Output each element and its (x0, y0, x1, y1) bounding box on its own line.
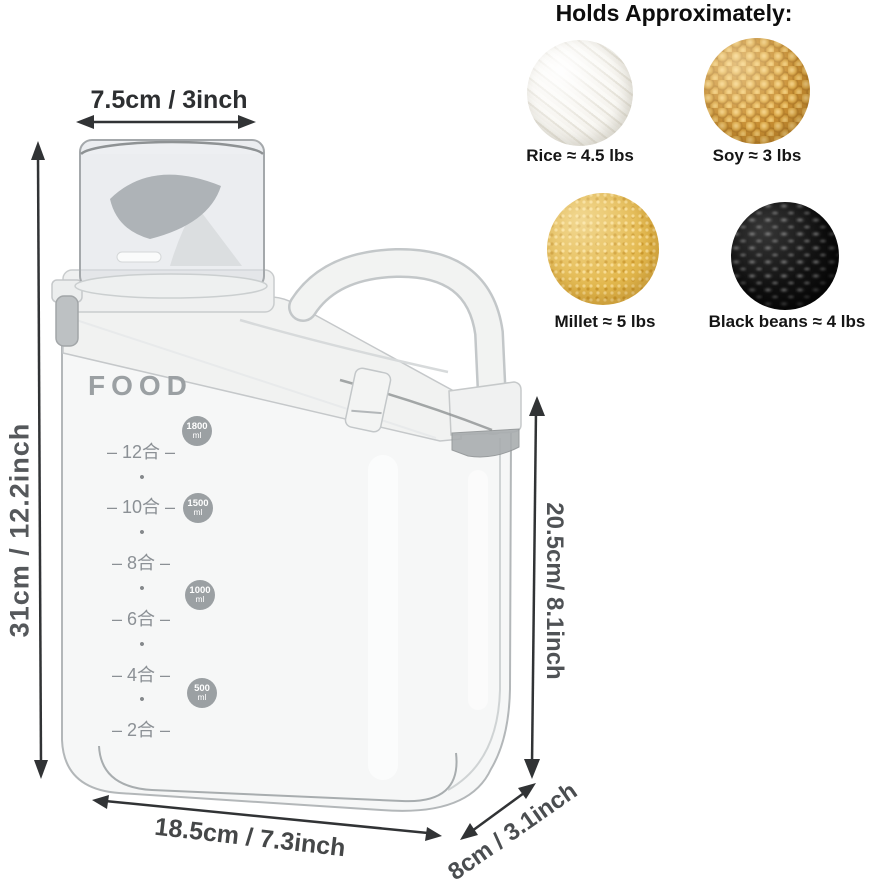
lid-width-label: 7.5cm / 3inch (90, 86, 248, 114)
body-highlight (468, 470, 488, 710)
millet-photo (547, 193, 659, 305)
dimension-arrows (31, 115, 545, 841)
volume-badge-1000: 1000 ml (185, 580, 215, 610)
right-latch (448, 381, 522, 458)
front-clasp (339, 367, 493, 433)
badge-unit: ml (197, 692, 207, 703)
body-highlight (368, 455, 398, 780)
scale-dot: • (139, 524, 145, 541)
brand-logo: FOOD (88, 370, 193, 401)
volume-badge-1800: 1800 ml (182, 416, 212, 446)
soy-capacity-label: Soy ≈ 3 lbs (712, 146, 802, 165)
container-body (61, 311, 513, 812)
volume-badge-500: 500 ml (187, 678, 217, 708)
badge-unit: ml (193, 507, 203, 518)
scale-mark-6: – 6合 – (111, 609, 171, 629)
scale-dot: • (139, 580, 145, 597)
scale-mark-12: – 12合 – (106, 442, 176, 462)
handle (288, 247, 508, 435)
lid-width-arrow (76, 115, 256, 129)
body-width-arrow (92, 795, 442, 841)
badge-value: 1500 (187, 498, 209, 510)
badge-unit: ml (192, 430, 202, 441)
total-height-arrow (31, 141, 48, 779)
cup-rim (80, 140, 264, 155)
millet-capacity-label: Millet ≈ 5 lbs (554, 312, 656, 331)
scale-dot: • (139, 691, 145, 708)
scale-mark-2: – 2合 – (111, 720, 171, 740)
soy-photo (704, 38, 810, 144)
measuring-cup (74, 139, 268, 299)
cup-mark (116, 251, 162, 263)
cup-base (74, 273, 268, 299)
badge-value: 500 (194, 683, 210, 695)
holds-title: Holds Approximately: (555, 0, 793, 26)
black-beans-capacity-label: Black beans ≈ 4 lbs (708, 312, 866, 331)
rice-capacity-label: Rice ≈ 4.5 lbs (526, 146, 634, 165)
body-height-label: 20.5cm/ 8.1inch (541, 502, 568, 680)
spout-blade (110, 174, 221, 239)
depth-arrow (460, 783, 536, 840)
rice-photo (527, 40, 633, 146)
badge-unit: ml (195, 594, 205, 605)
badge-value: 1000 (189, 585, 211, 597)
right-inner-edge (447, 438, 501, 791)
scale-mark-10: – 10合 – (106, 497, 176, 517)
inner-bottom-edge (98, 745, 458, 803)
scale-dot: • (139, 469, 145, 486)
left-latch (51, 279, 83, 347)
total-height-label: 31cm / 12.2inch (4, 422, 35, 638)
volume-badge-1500: 1500 ml (183, 493, 213, 523)
scale-dot: • (139, 636, 145, 653)
black-beans-photo (731, 202, 839, 310)
scale-mark-8: – 8合 – (111, 553, 171, 573)
body-height-arrow (524, 396, 545, 779)
badge-value: 1800 (186, 421, 208, 433)
scale-mark-4: – 4合 – (111, 665, 171, 685)
